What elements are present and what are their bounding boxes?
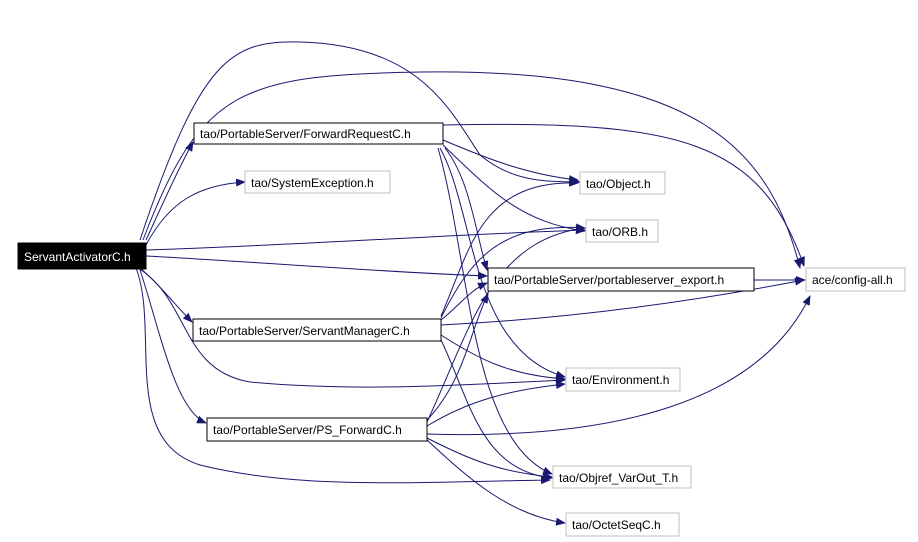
edge-psfwd-env xyxy=(426,381,566,427)
node-config-all[interactable]: ace/config-all.h xyxy=(805,267,906,292)
edge-psfwd-octet xyxy=(426,439,566,526)
edge-servmgr-object xyxy=(440,178,579,317)
node-servant-manager-label: tao/PortableServer/ServantManagerC.h xyxy=(199,324,410,338)
node-portableserver-export-box xyxy=(487,267,755,292)
node-config-all-box xyxy=(805,267,906,292)
node-object-box xyxy=(579,171,666,195)
node-servant-manager[interactable]: tao/PortableServer/ServantManagerC.h xyxy=(192,318,442,342)
node-ps-forward[interactable]: tao/PortableServer/PS_ForwardC.h xyxy=(206,417,428,442)
edge-root-object xyxy=(139,41,581,241)
node-forward-request-label: tao/PortableServer/ForwardRequestC.h xyxy=(200,127,411,141)
edge-fwdreq-orb xyxy=(442,144,586,234)
node-system-exception[interactable]: tao/SystemException.h xyxy=(244,170,391,194)
node-environment-box xyxy=(565,367,681,392)
edge-root-psfwd xyxy=(139,269,207,424)
node-octetseq[interactable]: tao/OctetSeqC.h xyxy=(565,512,680,537)
node-orb[interactable]: tao/ORB.h xyxy=(585,219,659,243)
node-object[interactable]: tao/Object.h xyxy=(579,171,666,195)
node-portableserver-export-label: tao/PortableServer/portableserver_export… xyxy=(494,273,724,287)
edge-root-sysexc xyxy=(145,178,246,246)
node-system-exception-box xyxy=(244,170,391,194)
edge-root-env xyxy=(137,267,566,388)
node-environment[interactable]: tao/Environment.h xyxy=(565,367,681,392)
edge-root-psexport xyxy=(145,255,488,280)
node-root-label: ServantActivatorC.h xyxy=(24,250,131,264)
edge-root-objref xyxy=(135,267,551,485)
node-root[interactable]: ServantActivatorC.h xyxy=(17,242,147,270)
edge-fwdreq-env xyxy=(439,147,566,379)
node-orb-box xyxy=(585,219,659,243)
node-ps-forward-box xyxy=(206,417,428,442)
edge-psfwd-psexport xyxy=(426,293,489,421)
edge-fwdreq-object xyxy=(442,139,579,184)
node-environment-label: tao/Environment.h xyxy=(572,373,669,387)
node-object-label: tao/Object.h xyxy=(586,177,651,191)
nodes: ServantActivatorC.h tao/PortableServer/F… xyxy=(17,122,906,537)
node-ps-forward-label: tao/PortableServer/PS_ForwardC.h xyxy=(213,423,402,437)
edge-root-orb xyxy=(145,226,586,251)
edge-servmgr-psexport xyxy=(440,282,488,321)
node-objref-varout-label: tao/Objref_VarOut_T.h xyxy=(559,471,678,485)
edge-servmgr-orb xyxy=(440,223,586,319)
node-orb-label: tao/ORB.h xyxy=(592,225,648,239)
node-forward-request[interactable]: tao/PortableServer/ForwardRequestC.h xyxy=(193,122,444,145)
edge-psfwd-objref xyxy=(426,437,553,481)
edge-psfwd-orb xyxy=(426,225,586,423)
node-root-box xyxy=(17,242,147,270)
edges xyxy=(135,41,811,526)
node-octetseq-box xyxy=(565,512,680,537)
edge-root-fwdreq xyxy=(145,141,194,241)
node-forward-request-box xyxy=(193,122,444,145)
edge-servmgr-config xyxy=(440,277,805,326)
edge-fwdreq-config xyxy=(442,123,805,267)
edge-root-config xyxy=(142,71,802,269)
node-system-exception-label: tao/SystemException.h xyxy=(251,176,374,190)
node-config-all-label: ace/config-all.h xyxy=(812,273,893,287)
edge-servmgr-env xyxy=(440,334,566,383)
node-servant-manager-box xyxy=(192,318,442,342)
node-objref-varout[interactable]: tao/Objref_VarOut_T.h xyxy=(552,465,692,489)
node-octetseq-label: tao/OctetSeqC.h xyxy=(572,518,661,532)
edge-servmgr-objref xyxy=(440,339,553,481)
edge-fwdreq-objref xyxy=(437,147,553,475)
edge-psfwd-config xyxy=(426,295,811,436)
node-objref-varout-box xyxy=(552,465,692,489)
node-portableserver-export[interactable]: tao/PortableServer/portableserver_export… xyxy=(487,267,755,292)
